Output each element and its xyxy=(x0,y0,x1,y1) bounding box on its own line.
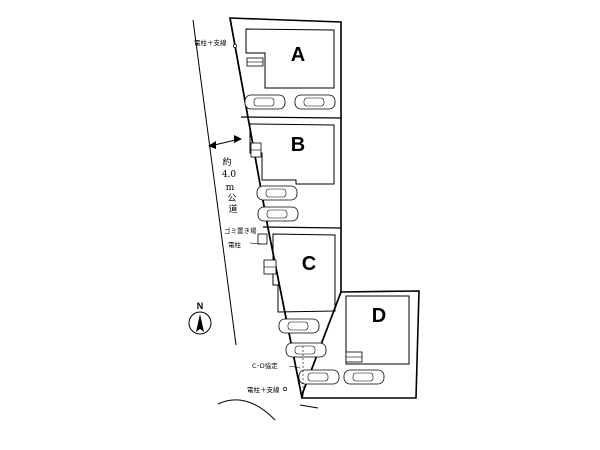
pole-label: 電柱 xyxy=(228,240,242,249)
pole-support-label-top: 電柱＋支線 xyxy=(194,38,227,47)
lot-divider-bc xyxy=(262,226,342,229)
road-label-char: 公 xyxy=(227,193,236,204)
road-label-char: 4.0 xyxy=(222,170,237,180)
car-icon xyxy=(343,369,385,385)
north-label: N xyxy=(197,301,204,311)
road-width-arrow xyxy=(208,135,242,149)
garbage-area-label: ゴミ置き場 xyxy=(224,226,257,235)
pole-support-label-bottom: 電柱＋支線 xyxy=(247,385,280,394)
cd-agreement: C･D協定 xyxy=(252,361,301,370)
road-label-char: m xyxy=(226,183,235,193)
north-arrow: N xyxy=(188,301,212,335)
lot-label-a: A xyxy=(291,44,305,66)
utility-pole-middle: 電柱 xyxy=(228,240,263,249)
cd-agreement-label: C･D協定 xyxy=(252,361,278,370)
building-b: B xyxy=(249,123,335,185)
pole-icon xyxy=(233,44,237,48)
garbage-area: ゴミ置き場 xyxy=(224,226,268,245)
utility-pole-top: 電柱＋支線 xyxy=(194,38,237,48)
road-label-char: 道 xyxy=(228,203,237,215)
lot-label-d: D xyxy=(372,305,386,327)
lot-label-b: B xyxy=(291,134,305,156)
car-icon xyxy=(257,206,299,222)
pole-icon xyxy=(283,387,287,391)
building-d: D xyxy=(345,295,410,365)
road-label: 約 4.0 m 公 道 xyxy=(222,156,238,215)
lot-divider-ab xyxy=(240,116,342,119)
car-icon xyxy=(244,94,286,110)
building-c: C xyxy=(263,233,336,313)
car-icon xyxy=(294,94,336,110)
car-icon xyxy=(256,185,298,201)
compass-needle-icon xyxy=(196,314,204,332)
building-a: A xyxy=(245,28,335,89)
car-icon xyxy=(298,369,340,385)
road-label-char: 約 xyxy=(222,156,231,168)
car-icon xyxy=(278,318,320,334)
road-curve xyxy=(217,399,276,421)
utility-pole-bottom: 電柱＋支線 xyxy=(247,385,287,394)
road-edge-west xyxy=(192,19,237,346)
lot-label-c: C xyxy=(302,253,316,275)
car-icon xyxy=(285,342,327,358)
road-edge-bottom xyxy=(299,404,319,409)
